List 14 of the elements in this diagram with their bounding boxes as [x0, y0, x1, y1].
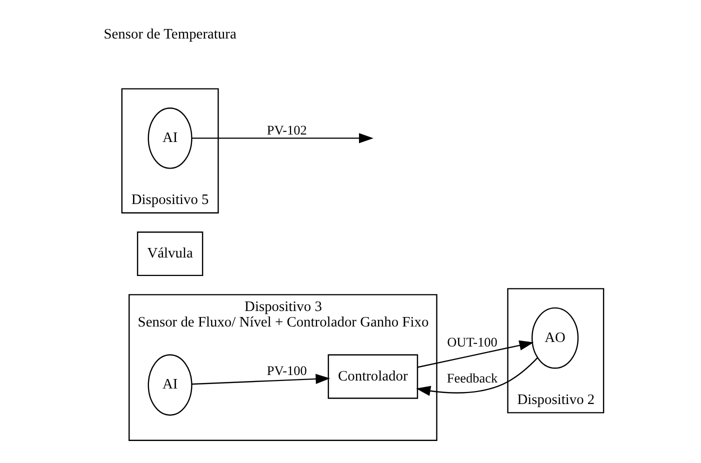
edge-label: OUT-100	[446, 334, 497, 350]
edge-label: PV-100	[266, 363, 306, 378]
arrow	[416, 357, 538, 396]
arrow	[417, 340, 534, 368]
node-ellipse: AI	[147, 108, 192, 169]
arrow	[191, 133, 373, 144]
node-ellipse: AI	[147, 354, 192, 416]
node-box: Controlador	[327, 354, 418, 399]
node-ellipse: AO	[531, 307, 578, 369]
edge-label: Feedback	[446, 370, 498, 386]
node-box: Válvula	[136, 232, 203, 276]
edge-label: PV-102	[266, 122, 306, 138]
arrow	[191, 374, 330, 385]
label: Sensor de Temperatura	[103, 26, 236, 42]
